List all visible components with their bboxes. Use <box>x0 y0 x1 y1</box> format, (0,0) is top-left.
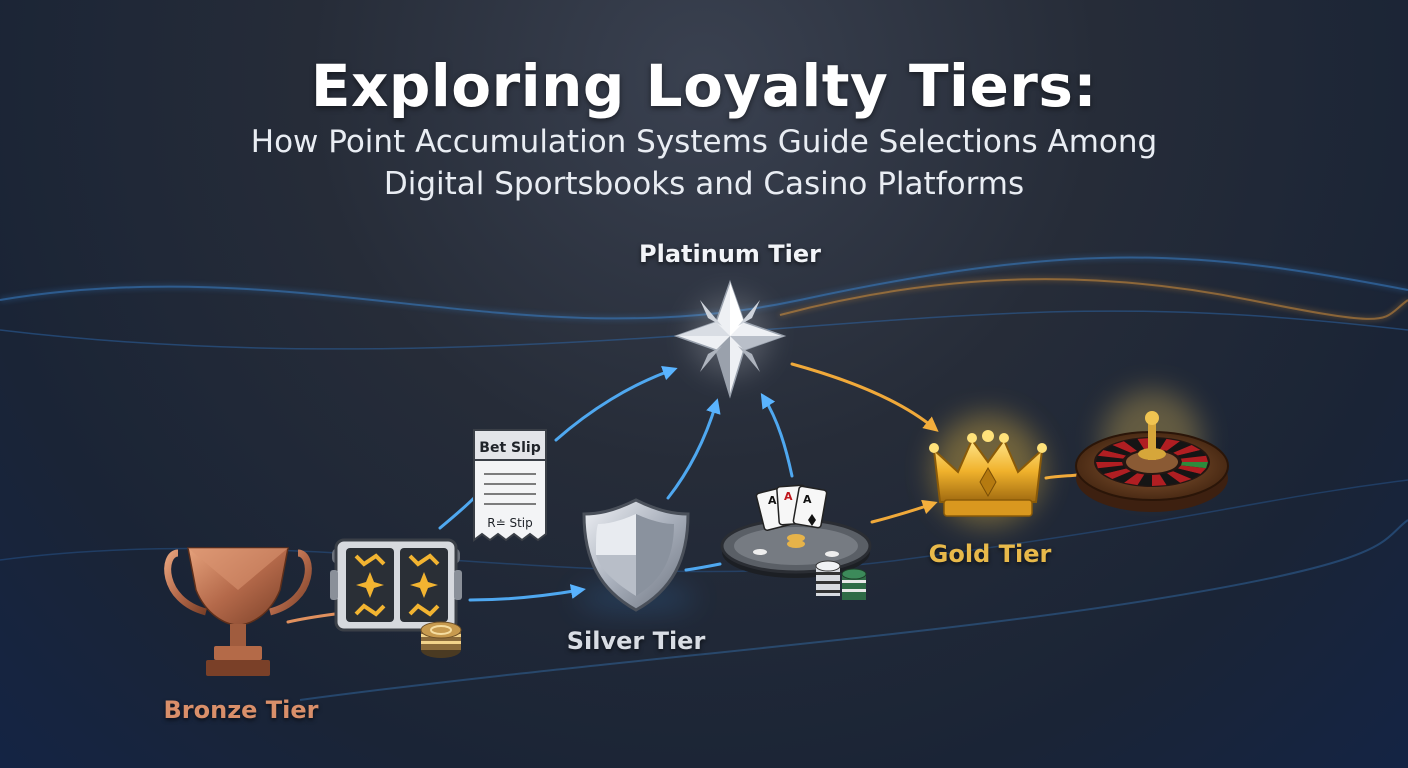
arrow-slip-to-platinum <box>554 365 678 442</box>
arrow-slot-to-slip <box>438 496 476 530</box>
platinum-star-icon <box>673 279 787 399</box>
roulette-pocket <box>1103 468 1131 479</box>
blue-swoosh-4 <box>299 519 1408 701</box>
bronze-tier-label: Bronze Tier <box>163 696 319 724</box>
chip-stack-green <box>841 568 867 600</box>
arrow-silver-to-platinum <box>666 398 721 500</box>
silver-tier-label: Silver Tier <box>566 627 706 655</box>
roulette-pocket <box>1177 450 1207 459</box>
roulette-pocket <box>1180 462 1208 469</box>
casino-chips-icon <box>420 621 462 658</box>
roulette-pocket <box>1097 465 1127 474</box>
gold-tier-label: Gold Tier <box>928 540 1052 568</box>
roulette-pocket <box>1096 462 1124 469</box>
arrow-poker-to-gold <box>870 499 938 524</box>
roulette-pocket <box>1167 441 1192 453</box>
arrow-poker-to-platinum <box>760 392 794 478</box>
roulette-pocket <box>1180 455 1208 462</box>
roulette-wheel-icon <box>1075 390 1229 512</box>
roulette-pocket <box>1124 438 1145 451</box>
arrow-platinum-to-gold <box>790 362 939 432</box>
page-subtitle-line-2: Digital Sportsbooks and Casino Platforms <box>383 166 1025 202</box>
connectors <box>286 362 1080 624</box>
roulette-pocket <box>1097 450 1127 459</box>
bet-slip-icon: Bet Slip R≐ Stip <box>473 429 547 542</box>
silver-shield-icon <box>576 498 696 612</box>
page-subtitle-line-1: How Point Accumulation Systems Guide Sel… <box>250 124 1158 160</box>
orange-swoosh <box>779 278 1408 320</box>
bet-slip-title: Bet Slip <box>479 440 540 456</box>
roulette-pocket <box>1096 455 1124 462</box>
arrow-gold-to-roulette <box>1044 473 1080 480</box>
roulette-pocket <box>1173 445 1201 456</box>
roulette-pocket <box>1152 474 1167 486</box>
poker-table-icon: A A A <box>720 484 872 600</box>
arrow-bronze-to-slot <box>286 612 337 624</box>
platinum-tier-label: Platinum Tier <box>639 240 821 268</box>
roulette-pocket <box>1177 465 1207 474</box>
roulette-pocket <box>1103 445 1131 456</box>
roulette-pocket <box>1159 473 1180 486</box>
bronze-trophy-icon <box>164 547 312 676</box>
arrow-slot-to-silver <box>468 584 586 602</box>
roulette-pocket <box>1137 474 1152 486</box>
chip-stack-white <box>815 560 841 596</box>
roulette-pocket <box>1167 471 1192 483</box>
roulette-pocket <box>1159 438 1180 451</box>
arrow-silver-to-poker <box>684 562 722 572</box>
roulette-pocket <box>1112 441 1137 453</box>
playing-cards-icon: A A A <box>755 484 828 531</box>
page-title: Exploring Loyalty Tiers: <box>310 52 1098 120</box>
roulette-pocket <box>1112 471 1137 483</box>
blue-swoosh-1 <box>0 256 1408 320</box>
svg-text:A: A <box>803 493 812 506</box>
roulette-pocket <box>1124 473 1145 486</box>
bet-slip-footer: R≐ Stip <box>487 516 532 530</box>
roulette-pocket <box>1173 468 1201 479</box>
gold-crown-icon <box>929 414 1047 526</box>
slot-machine-icon <box>330 538 462 632</box>
svg-text:A: A <box>784 490 793 503</box>
svg-text:A: A <box>768 494 777 507</box>
